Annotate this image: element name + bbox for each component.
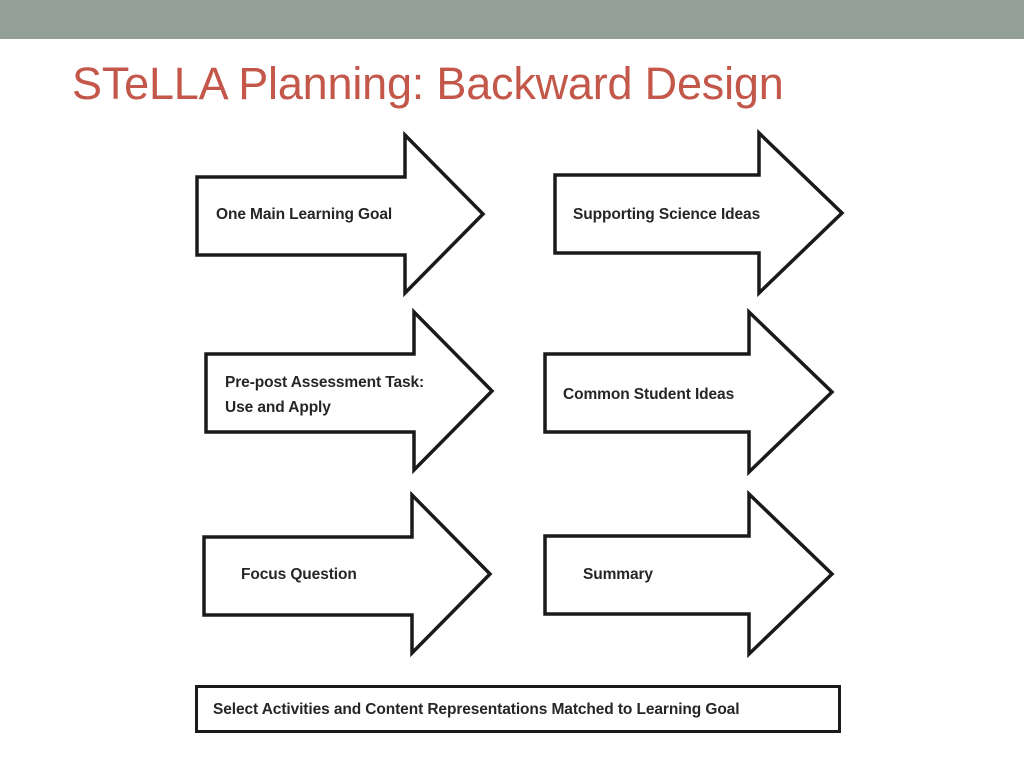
footer-box-label: Select Activities and Content Representa… [213,701,740,718]
arrow-pre-post-assessment-task[interactable] [204,307,495,475]
arrow-label-pre-post-assessment-task: Pre-post Assessment Task: Use and Apply [225,374,425,416]
arrow-label-summary: Summary [583,566,653,583]
top-decorative-band [0,0,1024,39]
footer-box-select-activities[interactable] [195,685,841,733]
page-title: STeLLA Planning: Backward Design [72,58,784,109]
arrow-label-common-student-ideas: Common Student Ideas [563,386,735,403]
arrow-summary[interactable] [543,489,835,659]
arrow-one-main-learning-goal[interactable] [195,130,486,298]
arrow-label-one-main-learning-goal: One Main Learning Goal [216,206,393,223]
arrow-label-supporting-science-ideas: Supporting Science Ideas [573,206,761,223]
arrow-label-focus-question: Focus Question [241,566,357,583]
arrow-supporting-science-ideas[interactable] [553,128,845,298]
arrow-focus-question[interactable] [202,490,493,658]
arrow-common-student-ideas[interactable] [543,307,835,477]
